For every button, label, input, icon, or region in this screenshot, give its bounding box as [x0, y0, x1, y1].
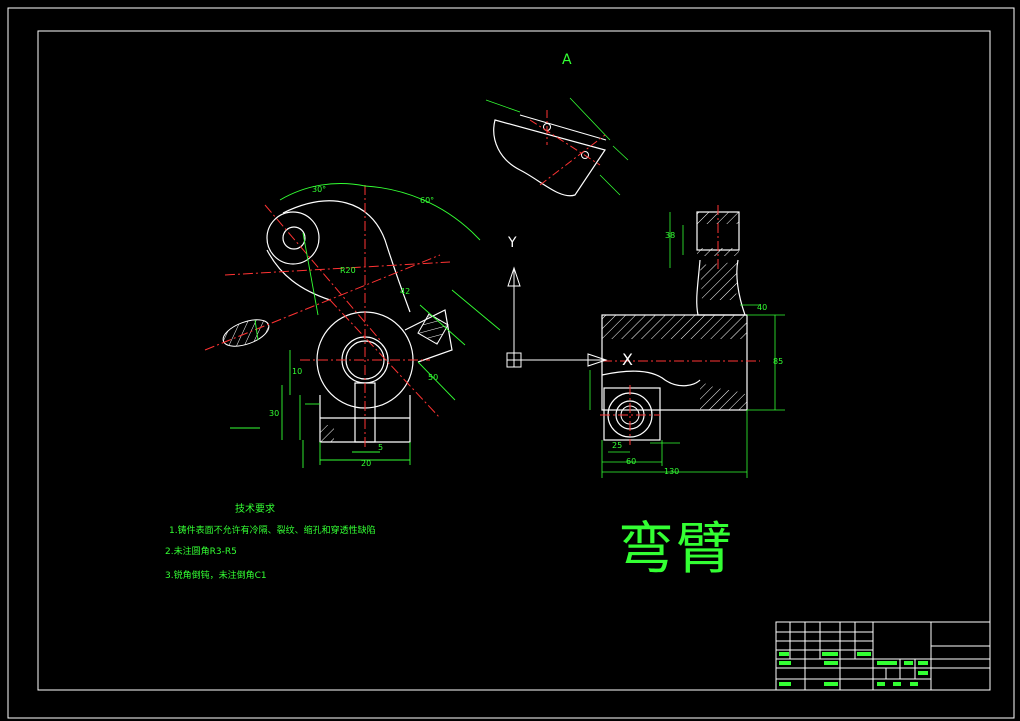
axis-y-label: Y — [508, 235, 517, 251]
dim-42: 42 — [400, 287, 411, 296]
title-block-text-marks — [779, 652, 928, 686]
tech-req-item-2: 2.未注圆角R3-R5 — [165, 547, 237, 557]
aux-view-a — [485, 97, 629, 197]
inner-frame — [37, 30, 991, 691]
lower-hatch — [320, 425, 334, 442]
dim-25: 25 — [612, 441, 623, 450]
dim-38: 38 — [665, 231, 676, 240]
dim-50: 50 — [428, 373, 439, 382]
tech-req-item-3: 3.锐角倒钝，未注倒角C1 — [165, 571, 267, 581]
dim-20: 20 — [361, 459, 372, 468]
view-a-label: A — [562, 52, 572, 68]
dim-10: 10 — [292, 367, 303, 376]
front-dimensions — [230, 183, 501, 468]
dim-60: 60 — [626, 457, 637, 466]
dim-130: 130 — [664, 467, 680, 476]
dim-40: 40 — [757, 303, 768, 312]
dim-85: 85 — [773, 357, 784, 366]
dim-angle-30: 30° — [312, 185, 327, 194]
dim-r20: R20 — [340, 266, 356, 275]
section-boss — [417, 313, 449, 345]
dim-5: 5 — [378, 443, 384, 452]
dim-angle-60: 60° — [420, 196, 435, 205]
side-view — [589, 205, 785, 478]
tech-req-item-1: 1.铸件表面不允许有冷隔、裂纹、缩孔和穿透性缺陷 — [169, 526, 376, 536]
part-name-title: 弯臂 — [618, 517, 734, 582]
title-block — [775, 621, 991, 691]
outer-border — [7, 7, 1015, 719]
front-centerlines — [204, 185, 451, 450]
dim-30: 30 — [269, 409, 280, 418]
ucs-icon — [506, 266, 608, 368]
tech-req-heading: 技术要求 — [235, 504, 275, 515]
axis-x-label: X — [622, 350, 633, 369]
